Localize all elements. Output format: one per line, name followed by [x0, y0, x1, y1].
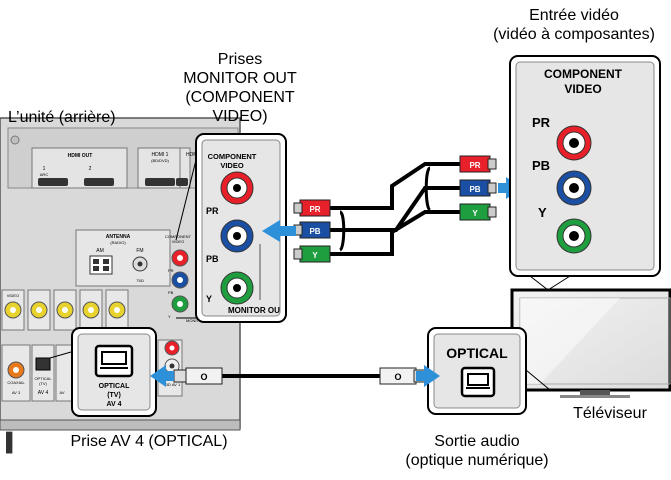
caption-monitor-out-line2: MONITOR OUT — [183, 70, 297, 87]
caption-tv: Téléviseur — [573, 405, 647, 422]
ohm-label: 75Ω — [136, 278, 143, 283]
left-pr-plug-label: PR — [309, 205, 320, 214]
caption-audio-output-line2: (optique numérique) — [405, 452, 549, 469]
right-pr-plug: PR — [459, 155, 497, 173]
left-pr-plug: PR — [293, 199, 331, 217]
panel-av3-label: AV 3 — [12, 390, 21, 395]
panel-av4-label: AV 4 — [38, 390, 49, 396]
caption-monitor-out-line3: (COMPONENT — [185, 89, 295, 106]
zoom-av4-line1: OPTICAL — [99, 383, 130, 390]
tv-pr-label: PR — [532, 115, 551, 130]
panel-bd-label: BD — [165, 382, 171, 387]
tv-component-title-2: VIDEO — [564, 82, 601, 96]
right-y-plug-label: Y — [472, 209, 478, 218]
component-video-cable: PR PB Y PR PB Y — [293, 155, 497, 263]
right-optical-plug-label: O — [394, 372, 401, 382]
panel-optical-label: OPTICAL — [34, 376, 52, 381]
hdmi-block: HDMI OUT 1 ARC 2 HDMI 1 (BD/DVD) HDMI 2 — [31, 147, 203, 189]
right-y-plug: Y — [459, 203, 497, 221]
antenna-block: ANTENNA (RADIO) AM FM 75Ω — [75, 229, 171, 287]
caption-audio-output-line1: Sortie audio — [434, 433, 520, 450]
tv-y-label: Y — [538, 205, 547, 220]
zoom-component-title-1: COMPONENT — [208, 152, 257, 161]
panel-coaxial-label: COAXIAL — [7, 380, 25, 385]
caption-monitor-out: Prises MONITOR OUT (COMPONENT VIDEO) — [155, 50, 325, 126]
left-optical-plug-label: O — [200, 372, 207, 382]
caption-monitor-out-line4: VIDEO) — [212, 108, 268, 125]
caption-video-input: Entrée vidéo (vidéo à composantes) — [478, 6, 670, 44]
panel-av1-label: AV 1 — [172, 382, 181, 387]
left-pb-plug: PB — [293, 221, 331, 239]
panel-component-label-2: VIDEO — [172, 239, 184, 244]
hdmi-port-1 — [38, 178, 68, 186]
hdmi-port-2-label: 2 — [89, 166, 92, 172]
television — [510, 275, 671, 398]
hdmi-1-label: HDMI 1 — [152, 152, 169, 158]
tv-optical-output: OPTICAL — [427, 327, 551, 415]
zoom-pb-label: PB — [206, 254, 219, 264]
caption-audio-output: Sortie audio (optique numérique) — [372, 432, 582, 470]
monitor-out-zoom: COMPONENT VIDEO PR PB Y MONITOR OU — [175, 133, 287, 323]
zoom-y-label: Y — [206, 294, 212, 304]
zoom-av4-line3: AV 4 — [106, 401, 121, 408]
fm-label: FM — [136, 248, 143, 254]
zoom-component-title-2: VIDEO — [220, 161, 244, 170]
hdmi-port-2 — [84, 178, 114, 186]
tv-component-input: COMPONENT VIDEO PR PB Y — [509, 55, 661, 277]
hdmi-arc-label: ARC — [40, 172, 49, 177]
antenna-sub-label: (RADIO) — [110, 240, 126, 245]
right-pb-plug: PB — [459, 179, 497, 197]
hdmi-1-sub-label: (BD/DVD) — [151, 158, 169, 163]
arrow-to-av4 — [150, 365, 174, 387]
caption-av4-jack: Prise AV 4 (OPTICAL) — [70, 433, 228, 450]
caption-unit-rear: L’unité (arrière) — [8, 109, 116, 126]
panel-y-label: Y — [168, 314, 171, 319]
arrow-to-monitor-out — [262, 220, 296, 242]
arrow-to-tv-optical — [416, 365, 440, 387]
left-y-plug-label: Y — [312, 251, 318, 260]
panel-pr-label: PR — [168, 268, 174, 273]
panel-pb-label: PB — [168, 290, 174, 295]
hdmi-2-label: HDMI 2 — [186, 152, 203, 158]
zoom-av4-line2: (TV) — [107, 392, 121, 399]
caption-monitor-out-line1: Prises — [217, 51, 263, 68]
am-label: AM — [96, 248, 104, 254]
right-pr-plug-label: PR — [469, 161, 480, 170]
antenna-label: ANTENNA — [106, 234, 131, 240]
optical-cable: O O — [173, 367, 427, 385]
tv-component-title-1: COMPONENT — [544, 67, 623, 81]
tv-optical-title: OPTICAL — [446, 345, 508, 361]
panel-bottom-jacks: VIDEO COAXIAL AV 3 OPTICAL (TV) AV 4 AV — [1, 289, 183, 402]
caption-video-input-line1: Entrée vidéo — [529, 7, 619, 24]
left-y-plug: Y — [293, 245, 331, 263]
caption-video-input-line2: (vidéo à composantes) — [493, 26, 655, 43]
zoom-pr-label: PR — [206, 206, 219, 216]
hdmi-out-label: HDMI OUT — [68, 153, 93, 159]
panel-component-label-1: COMPONENT — [165, 234, 192, 239]
svg-text:▌: ▌ — [6, 431, 19, 454]
left-pb-plug-label: PB — [309, 227, 320, 236]
panel-tv-label: (TV) — [39, 381, 47, 386]
av4-zoom: OPTICAL (TV) AV 4 — [49, 327, 157, 417]
zoom-monitor-out-footer: MONITOR OU — [228, 306, 280, 315]
tv-pb-label: PB — [532, 158, 550, 173]
panel-av-label: AV — [59, 390, 64, 395]
panel-video-label-l: VIDEO — [7, 293, 19, 298]
right-pb-plug-label: PB — [469, 185, 480, 194]
hdmi-port-1-label: 1 — [43, 166, 46, 172]
